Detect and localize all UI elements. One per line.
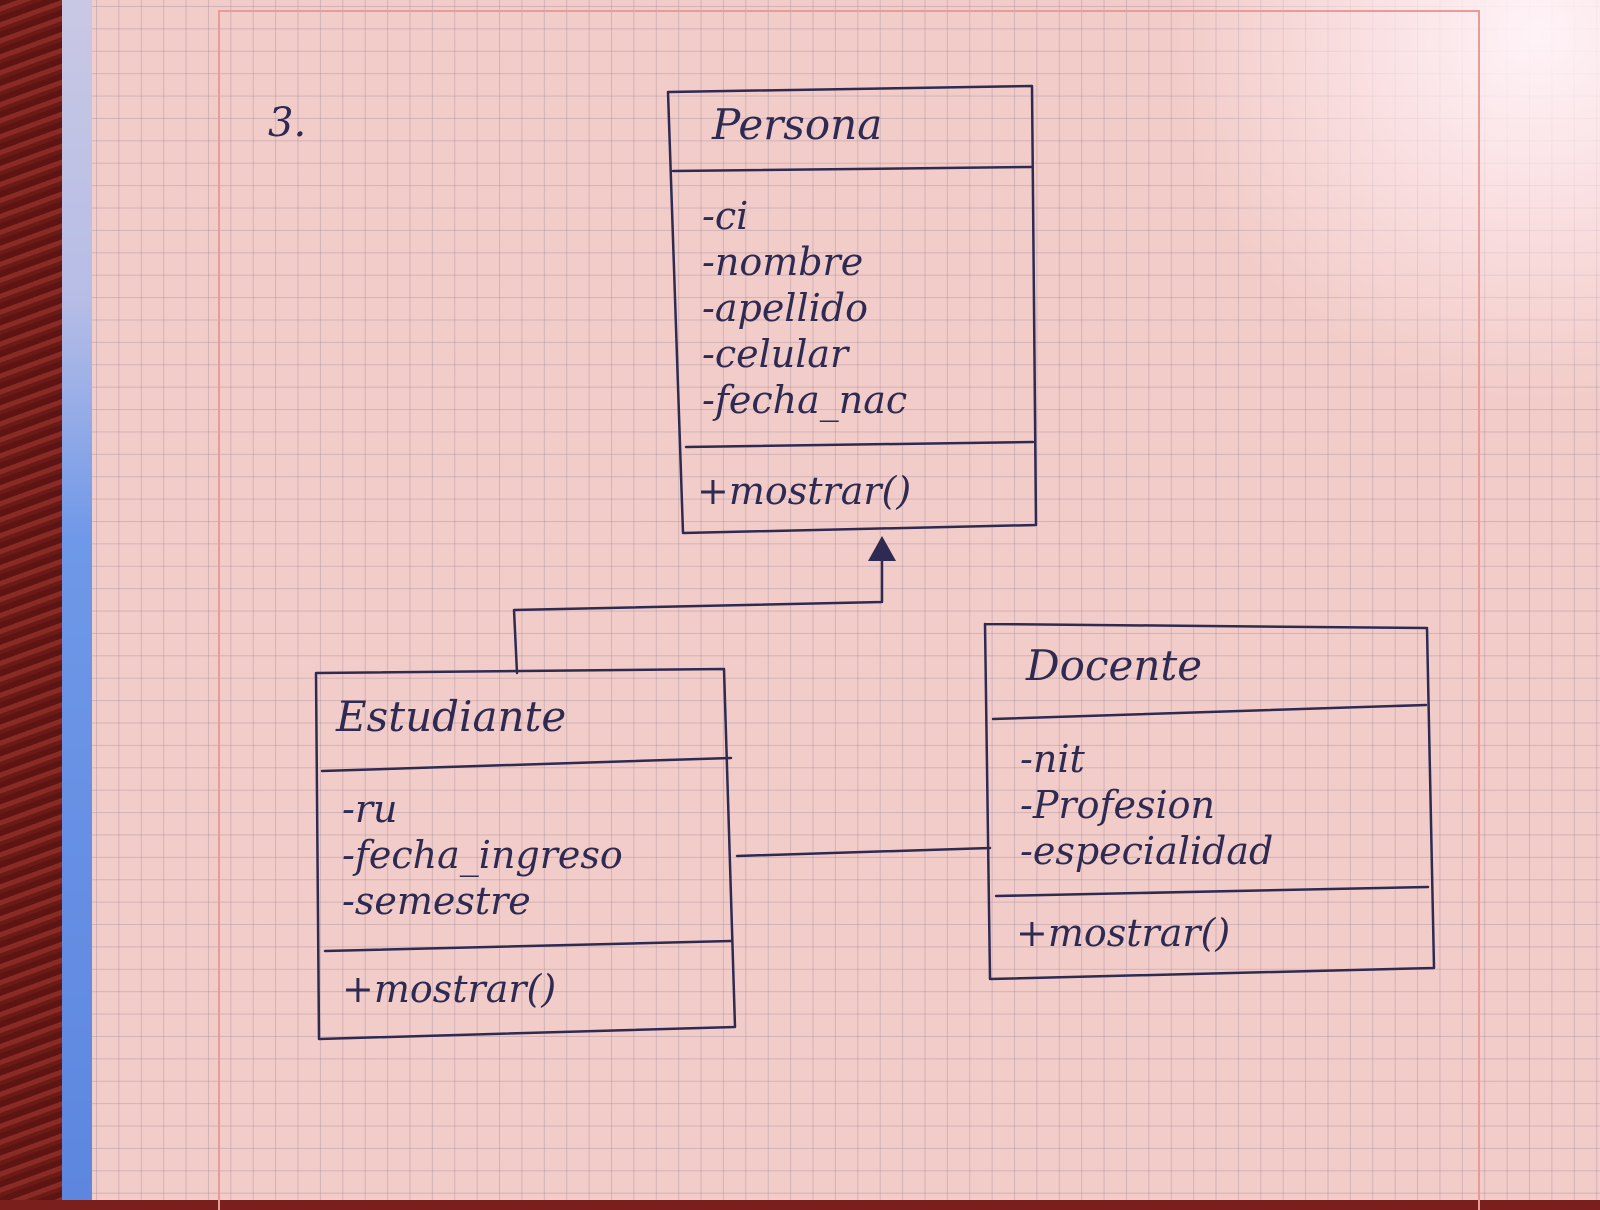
attribute-item: -fecha_nac (702, 378, 908, 422)
persona-name-divider (671, 165, 1033, 173)
attribute-item: -fecha_ingreso (342, 833, 623, 877)
method-item: +mostrar() (342, 967, 557, 1011)
attribute-item: -ru (342, 787, 398, 831)
attribute-list: -ru -fecha_ingreso -semestre (342, 786, 623, 924)
inheritance-line (512, 558, 884, 675)
table-surface (0, 0, 70, 1200)
persona-attr-divider (684, 440, 1035, 449)
class-name: Persona (712, 100, 883, 149)
class-name: Estudiante (336, 692, 567, 741)
attribute-item: -especialidad (1020, 829, 1274, 873)
page-margin-frame (218, 10, 1480, 1210)
attribute-item: -Profesion (1020, 783, 1216, 827)
estudiante-box-outline (314, 667, 737, 1041)
attribute-item: -apellido (702, 286, 868, 330)
persona-box-outline (666, 84, 1038, 535)
estudiante-attr-divider (323, 939, 733, 953)
attribute-item: -ci (702, 194, 749, 238)
method-list: +mostrar() (1016, 910, 1230, 956)
exercise-number: 3. (268, 100, 307, 146)
method-list: +mostrar() (697, 468, 911, 514)
method-item: +mostrar() (697, 469, 912, 513)
attribute-item: -nit (1020, 737, 1085, 781)
attribute-list: -nit -Profesion -especialidad (1020, 736, 1273, 874)
attribute-item: -nombre (702, 240, 864, 284)
estudiante-name-divider (320, 756, 733, 773)
inheritance-arrowhead (868, 536, 896, 561)
attribute-item: -semestre (342, 879, 531, 923)
docente-attr-divider (994, 885, 1430, 898)
class-name: Docente (1026, 641, 1203, 690)
docente-name-divider (991, 703, 1428, 721)
method-item: +mostrar() (1016, 911, 1231, 955)
docente-box-outline (983, 622, 1436, 981)
attribute-item: -celular (702, 332, 849, 376)
association-line (735, 846, 992, 858)
method-list: +mostrar() (342, 966, 556, 1012)
attribute-list: -ci -nombre -apellido -celular -fecha_na… (702, 193, 907, 423)
